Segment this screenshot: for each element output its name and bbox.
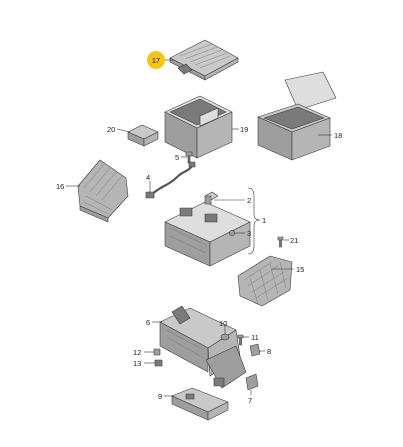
part-6-battery-tray[interactable] [159,305,247,389]
part-8-clip[interactable] [249,343,261,357]
battery[interactable] [164,201,251,267]
part-21-bolt[interactable] [277,236,284,248]
callout-1: 1 [262,216,266,225]
part-3-screw[interactable] [229,230,235,236]
part-17-battery-cover[interactable] [169,39,239,81]
part-15-mesh-panel[interactable] [237,255,293,307]
callout-7: 7 [248,396,252,405]
callout-2: 2 [247,196,251,205]
part-4-cable[interactable] [145,161,196,199]
part-12-screw[interactable] [153,348,161,356]
part-16-heat-shield[interactable] [77,159,129,223]
callout-6: 6 [146,318,150,327]
callout-8: 8 [267,347,271,356]
callout-16: 16 [56,182,64,191]
part-10-nut[interactable] [220,333,230,341]
callout-9: 9 [158,392,162,401]
part-2-terminal-clamp[interactable] [204,191,219,205]
callout-11: 11 [251,333,259,342]
callout-12: 12 [133,348,141,357]
callout-20: 20 [107,125,115,134]
part-20-bracket[interactable] [127,124,159,147]
callout-13: 13 [133,359,141,368]
part-7-bracket[interactable] [245,373,259,391]
callout-15: 15 [296,265,304,274]
callout-10: 10 [219,319,227,328]
callout-17-highlight [147,51,165,69]
callout-17: 17 [152,56,160,65]
callout-21: 21 [290,236,298,245]
part-18-storage-box[interactable] [257,71,337,161]
callout-3: 3 [247,229,251,238]
part-19-insulation-box[interactable] [164,95,233,159]
part-9-base-bracket[interactable] [171,387,229,421]
part-5-bolt[interactable] [185,151,193,164]
leader-lines [66,59,332,397]
callout-19: 19 [240,125,248,134]
callout-5: 5 [175,153,179,162]
callout-labels: 17 19 18 20 5 16 4 2 1 3 21 15 6 10 11 1… [56,51,342,405]
callout-18: 18 [334,131,342,140]
part-13-clip[interactable] [154,359,163,367]
callout-4: 4 [146,173,150,182]
part-11-bolt[interactable] [237,334,244,346]
